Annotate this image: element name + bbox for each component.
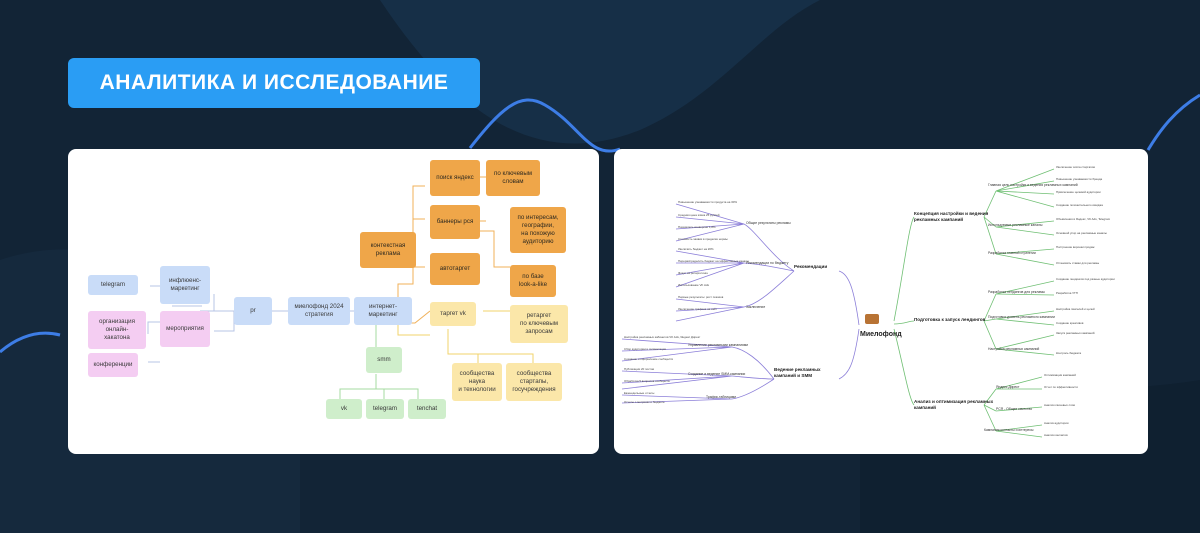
mm-note: Настройка пикселей и целей: [1056, 307, 1095, 311]
node-telegram-influencer: telegram: [88, 275, 138, 295]
mm-note: Основной упор на рекламные каналы: [1056, 231, 1107, 235]
node-tenchat: tenchat: [408, 399, 446, 419]
node-events: мероприятия: [160, 311, 210, 347]
node-pr: pr: [234, 297, 272, 325]
sub-general-results: Общие результаты рекламы: [746, 221, 791, 225]
node-internet-marketing: интернет- маркетинг: [354, 297, 412, 325]
mm-note: Анализ ключевых слов: [1044, 403, 1075, 407]
node-autotarget: автотаргет: [430, 253, 480, 285]
mm-note: Использование VK Ads: [678, 283, 709, 287]
page-title: АНАЛИТИКА И ИССЛЕДОВАНИЕ: [68, 58, 480, 108]
mm-note: Средняя цена клика 25 рублей: [678, 213, 720, 217]
mm-note: Сбор аудитории и сегментация: [624, 347, 666, 351]
mm-note: Анализ контактов: [1044, 433, 1068, 437]
mm-note: Объявления в Яндекс, VK Ads, Telegram: [1056, 217, 1111, 221]
sub-audit: Подготовка уровень рекламного кампании: [988, 315, 1055, 319]
sub-contacts: Кампания контакты и интересы: [984, 428, 1034, 432]
mm-note: Отчеты о метриках и бюджете: [624, 400, 665, 404]
mm-note: Увеличение числа стартапов: [1056, 165, 1095, 169]
mm-note: Первые результаты: рост показов: [678, 295, 724, 299]
node-hackathon: организация онлайн- хакатона: [88, 311, 146, 349]
mm-note: Настройка рекламных кабинетов VK Ads, Ян…: [624, 335, 701, 339]
node-influencer-marketing: инфлюенс- маркетинг: [160, 266, 210, 304]
sub-rsya: РСЯ - Общее качество: [996, 407, 1033, 411]
mm-note: Повышение узнаваемости бренда: [1056, 177, 1103, 181]
node-community-startups: сообщества стартапы, госучреждения: [506, 363, 562, 401]
sub-ads-management: Управление рекламными кампаниями: [688, 343, 749, 347]
node-interests: по интересам, географии, на похожую ауди…: [510, 207, 566, 253]
mindmap-panel: Миелофонд Рекомендации Ведение рекламных…: [614, 149, 1148, 454]
mindmap-connectors: [621, 168, 1055, 438]
sub-channels: Используемые рекламные каналы: [988, 223, 1043, 227]
mindmap-center-label: Миелофонд: [860, 331, 902, 338]
sub-landing-dev: Разработка лендингов для рекламы: [988, 290, 1045, 294]
mindmap-center-icon: [865, 314, 879, 324]
sub-funnel: Разработка главной стратегии: [988, 251, 1036, 255]
sub-budget-recs: Рекомендации по бюджету: [746, 261, 789, 265]
node-telegram-smm: telegram: [366, 399, 404, 419]
node-conferences: конференции: [88, 353, 138, 377]
mm-note: Увеличить бюджет на 20%: [678, 247, 714, 251]
node-retarget: ретаргет по ключевым запросам: [510, 305, 568, 343]
mm-note: Перераспределить бюджет на эффективные к…: [678, 259, 750, 263]
branch-analysis: Анализ и оптимизация рекламных кампаний: [914, 399, 994, 410]
mm-note: Запуск рекламных кампаний: [1056, 331, 1095, 335]
mm-note: Создание лендингов под разные аудитории: [1056, 277, 1115, 281]
sub-launch: Настройка рекламных кампаний: [988, 347, 1040, 351]
node-community-science: сообщества наука и технологии: [452, 363, 502, 401]
mm-note: Фокус на ретаргетинге: [678, 271, 709, 275]
node-target-vk: таргет vk: [430, 302, 476, 326]
mm-note: Создание креативов: [1056, 321, 1084, 325]
sub-yandex: Яндекс Директ: [996, 385, 1020, 389]
sub-goals: Главная цель настройки и ведения рекламн…: [988, 183, 1078, 187]
node-vk: vk: [326, 399, 362, 419]
mm-note: Еженедельные отчеты: [624, 391, 655, 395]
node-keywords: по ключевым словам: [486, 160, 540, 196]
mm-note: Создание положительного имиджа: [1056, 203, 1103, 207]
mm-note: Создание и оформление сообществ: [624, 357, 673, 361]
mm-note: Публикации 20 постов: [624, 367, 655, 371]
mm-note: Обработка 5 вопросов сообществ: [624, 379, 670, 383]
mm-note: Увеличение трафика на сайт: [678, 307, 717, 311]
mm-note: Стоимость заявки в пределах нормы: [678, 237, 728, 241]
branch-recommendations: Рекомендации: [794, 264, 828, 269]
node-yandex-search: поиск яндекс: [430, 160, 480, 196]
branch-concept: Концепция настройки и ведения рекламных …: [914, 211, 989, 222]
strategy-diagram-panel: telegram инфлюенс- маркетинг организация…: [68, 149, 599, 454]
mm-note: Показатель конверсии 1,8%: [678, 225, 716, 229]
node-context-ads: контекстная реклама: [360, 232, 416, 268]
mm-note: Анализ аудитории: [1044, 421, 1069, 425]
mm-note: Повышение узнаваемости продукта на 30%: [678, 200, 737, 204]
node-lookalike: по базе look-a-like: [510, 265, 556, 297]
branch-ads-smm: Ведение рекламных кампаний и SMM: [774, 367, 821, 378]
mm-note: Привлечение целевой аудитории: [1056, 190, 1101, 194]
node-smm: smm: [366, 347, 402, 373]
sub-tables: Трафик-таблицами: [706, 395, 737, 399]
mm-note: Контроль бюджета: [1056, 351, 1082, 355]
mm-note: Оптимизация кампаний: [1044, 373, 1076, 377]
mm-note: Отчет по эффективности: [1044, 385, 1078, 389]
sub-conclusions: Заключение: [746, 305, 766, 309]
sub-smm-management: Создание и ведение SMM-кампании: [688, 372, 746, 376]
mm-note: Установить ставки для рекламы: [1056, 261, 1100, 265]
node-strategy: миелофонд 2024 стратегия: [288, 297, 350, 325]
mm-note: Построение воронки продаж: [1056, 245, 1095, 249]
mm-note: Разработка УТП: [1056, 291, 1078, 295]
branch-landing-prep: Подготовка к запуск лендингов: [914, 317, 986, 322]
node-rsya-banners: баннеры рся: [430, 205, 480, 239]
